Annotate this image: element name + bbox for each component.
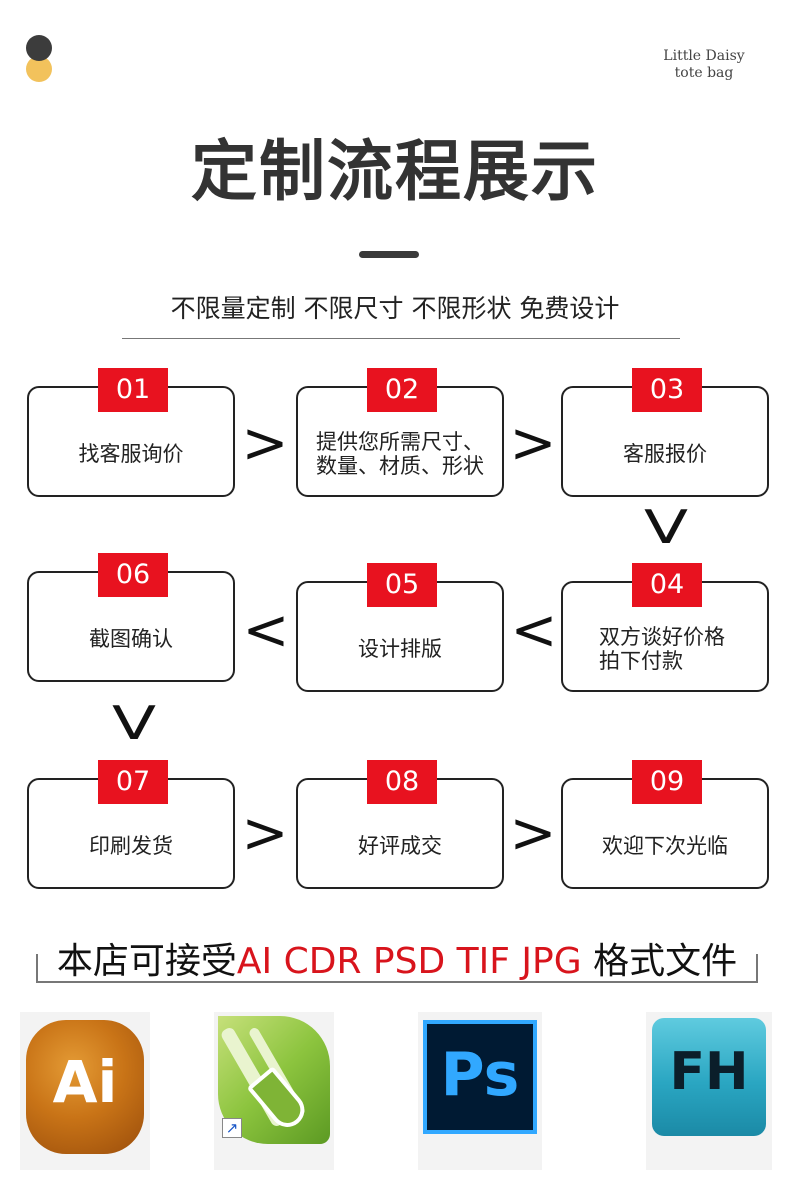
step-06: 06 截图确认 (27, 553, 235, 682)
step-number: 07 (98, 760, 168, 804)
logo-dot-dark (26, 35, 52, 61)
file-formats-text: 本店可接受AI CDR PSD TIF JPG 格式文件 (36, 932, 758, 984)
arrow-right-icon: > (241, 801, 289, 866)
formats-suffix: 格式文件 (581, 941, 738, 982)
step-text: 欢迎下次光临 (602, 834, 728, 858)
brand-line-1: Little Daisy (663, 48, 745, 64)
step-08: 08 好评成交 (296, 760, 504, 889)
step-number: 03 (632, 368, 702, 412)
banner-bracket-left (36, 954, 38, 983)
step-number: 09 (632, 760, 702, 804)
arrow-down-icon: V (111, 696, 157, 750)
step-03: 03 客服报价 (561, 368, 769, 497)
step-text: 印刷发货 (89, 834, 173, 858)
brand-line-2: tote bag (674, 65, 734, 81)
arrow-left-icon: < (510, 598, 558, 663)
freehand-icon: FH (646, 1012, 772, 1170)
step-text: 双方谈好价格拍下付款 (599, 625, 725, 673)
subtitle-underline (122, 338, 680, 339)
illustrator-icon-bg (26, 1020, 144, 1154)
step-text: 客服报价 (623, 442, 707, 466)
banner-bracket-right (756, 954, 758, 983)
page-title: 定制流程展示 (191, 132, 599, 210)
step-09: 09 欢迎下次光临 (561, 760, 769, 889)
subtitle: 不限量定制 不限尺寸 不限形状 免费设计 (170, 294, 620, 323)
photoshop-icon-label: Ps (440, 1040, 520, 1110)
file-formats-banner: 本店可接受AI CDR PSD TIF JPG 格式文件 (36, 928, 758, 983)
step-text: 提供您所需尺寸、数量、材质、形状 (316, 430, 484, 478)
formats-prefix: 本店可接受 (56, 941, 237, 982)
freehand-icon-label: FH (669, 1042, 749, 1102)
step-text: 截图确认 (89, 627, 173, 651)
freehand-icon-bg (652, 1018, 766, 1136)
step-number: 02 (367, 368, 437, 412)
photoshop-icon: Ps (418, 1012, 542, 1170)
step-text: 好评成交 (358, 834, 442, 858)
illustrator-icon-label: Ai (52, 1048, 118, 1116)
step-number: 04 (632, 563, 702, 607)
formats-list: AI CDR PSD TIF JPG (236, 941, 582, 982)
step-number: 05 (367, 563, 437, 607)
photoshop-icon-bg (423, 1020, 537, 1134)
step-number: 01 (98, 368, 168, 412)
arrow-right-icon: > (241, 411, 289, 476)
arrow-down-icon: V (643, 500, 689, 554)
step-02: 02 提供您所需尺寸、数量、材质、形状 (296, 368, 504, 497)
logo (26, 35, 52, 83)
step-number: 06 (98, 553, 168, 597)
arrow-left-icon: < (242, 598, 290, 663)
step-05: 05 设计排版 (296, 563, 504, 692)
step-number: 08 (367, 760, 437, 804)
step-text: 找客服询价 (78, 442, 184, 466)
illustrator-icon: Ai (20, 1012, 150, 1170)
step-01: 01 找客服询价 (27, 368, 235, 497)
title-divider (359, 251, 419, 258)
brand-name: Little Daisy tote bag (644, 48, 764, 82)
step-07: 07 印刷发货 (27, 760, 235, 889)
shortcut-arrow-icon: ↗ (222, 1118, 242, 1138)
arrow-right-icon: > (509, 801, 557, 866)
arrow-right-icon: > (509, 411, 557, 476)
step-text: 设计排版 (358, 637, 442, 661)
step-04: 04 双方谈好价格拍下付款 (561, 563, 769, 692)
coreldraw-icon: ↗ (214, 1012, 334, 1170)
